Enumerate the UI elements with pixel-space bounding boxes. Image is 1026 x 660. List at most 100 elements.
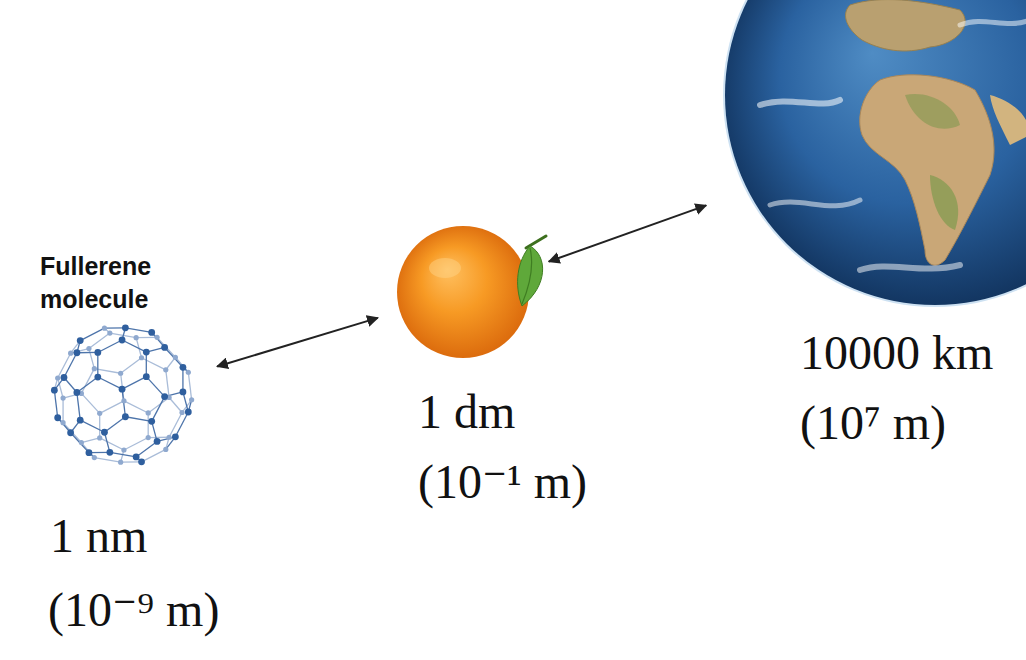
carbon-bond (81, 438, 99, 443)
carbon-bond (97, 352, 98, 377)
carbon-atom (179, 410, 184, 415)
carbon-bond (110, 452, 136, 457)
text-slot: (10⁻¹ m) (418, 454, 587, 509)
carbon-bond (81, 393, 99, 413)
carbon-atom (172, 433, 179, 440)
carbon-bond (124, 401, 148, 413)
carbon-bond (148, 397, 169, 412)
carbon-atom (60, 420, 65, 425)
carbon-bond (100, 438, 124, 450)
carbon-atom (163, 367, 168, 372)
size-label: 10000 km (800, 325, 993, 380)
carbon-atom (102, 326, 107, 331)
carbon-atom (146, 410, 151, 415)
orange-stem (526, 236, 546, 248)
orange-leaf (518, 246, 543, 306)
carbon-bond (136, 337, 157, 339)
carbon-atom (67, 429, 74, 436)
earth-cloud (860, 265, 960, 270)
carbon-atom (121, 447, 126, 452)
carbon-bond (98, 340, 122, 352)
earth-vegetation (930, 175, 958, 230)
carbon-atom (163, 447, 168, 452)
carbon-atom (133, 454, 140, 461)
orange-shine (429, 258, 461, 278)
carbon-bond (80, 328, 104, 340)
leaf-rib (522, 248, 532, 304)
earth-land (860, 75, 994, 265)
carbon-bond (146, 352, 147, 377)
carbon-bond (166, 370, 169, 398)
carbon-atom (86, 449, 93, 456)
carbon-bond (54, 390, 57, 418)
carbon-atom (54, 414, 61, 421)
carbon-atom (154, 335, 159, 340)
carbon-atom (55, 375, 60, 380)
carbon-atom (173, 355, 178, 360)
carbon-atom (68, 351, 73, 356)
carbon-bond (62, 398, 63, 423)
carbon-atom (73, 389, 80, 396)
carbon-bond (182, 367, 183, 392)
carbon-atom (148, 329, 155, 336)
carbon-atom (92, 455, 97, 460)
carbon-bond (98, 377, 122, 389)
carbon-bond (148, 437, 169, 439)
carbon-atom (143, 373, 150, 380)
carbon-atom (118, 460, 123, 465)
carbon-bond (122, 340, 146, 352)
earth-land (990, 95, 1026, 145)
carbon-atom (92, 366, 97, 371)
carbon-atom (94, 349, 101, 356)
carbon-bond (89, 349, 94, 369)
orange-item: 1 dm(10⁻¹ m) (397, 226, 530, 358)
carbon-atom (148, 418, 155, 425)
earth-vegetation (905, 94, 960, 129)
carbon-atom (77, 337, 84, 344)
scale-arrow (549, 205, 706, 261)
earth-land (846, 0, 966, 51)
carbon-atom (73, 349, 80, 356)
text-slot: 10000 km (800, 325, 993, 380)
carbon-atom (60, 395, 65, 400)
carbon-atom (138, 458, 145, 465)
size-power: (10⁻⁹ m) (48, 582, 219, 637)
carbon-atom (161, 344, 168, 351)
carbon-atom (119, 386, 126, 393)
item-heading: Fullerene molecule (40, 250, 190, 315)
size-power: (10⁻¹ m) (418, 454, 587, 509)
carbon-atom (118, 371, 123, 376)
earth-cloud (770, 200, 860, 206)
carbon-atom (139, 355, 144, 360)
carbon-atom (77, 417, 84, 424)
carbon-atom (161, 393, 168, 400)
carbon-bond (89, 333, 110, 348)
carbon-atom (119, 337, 126, 344)
fullerene-item: Fullerene molecule1 nm(10⁻⁹ m) (48, 320, 198, 470)
text-slot: 1 dm (418, 384, 515, 439)
carbon-bond (142, 449, 166, 461)
carbon-bond (77, 393, 80, 421)
size-label: 1 nm (50, 508, 147, 563)
carbon-atom (106, 449, 113, 456)
orange-fruit (397, 226, 529, 358)
carbon-atom (180, 389, 187, 396)
carbon-bond (63, 423, 81, 443)
text-slot: (10⁻⁹ m) (48, 582, 219, 637)
carbon-atom (185, 409, 192, 416)
carbon-atom (189, 397, 194, 402)
carbon-atom (122, 413, 129, 420)
carbon-atom (180, 364, 187, 371)
carbon-bond (188, 372, 191, 400)
carbon-atom (143, 349, 150, 356)
carbon-atom (86, 346, 91, 351)
carbon-bond (157, 337, 175, 357)
earth-globe (725, 0, 1026, 305)
carbon-atom (107, 330, 112, 335)
carbon-atom (134, 335, 139, 340)
text-slot: (10⁷ m) (800, 395, 946, 450)
carbon-bond (80, 420, 104, 432)
carbon-atom (154, 438, 161, 445)
orange-illustration (397, 226, 546, 358)
earth-cloud (960, 20, 1026, 25)
